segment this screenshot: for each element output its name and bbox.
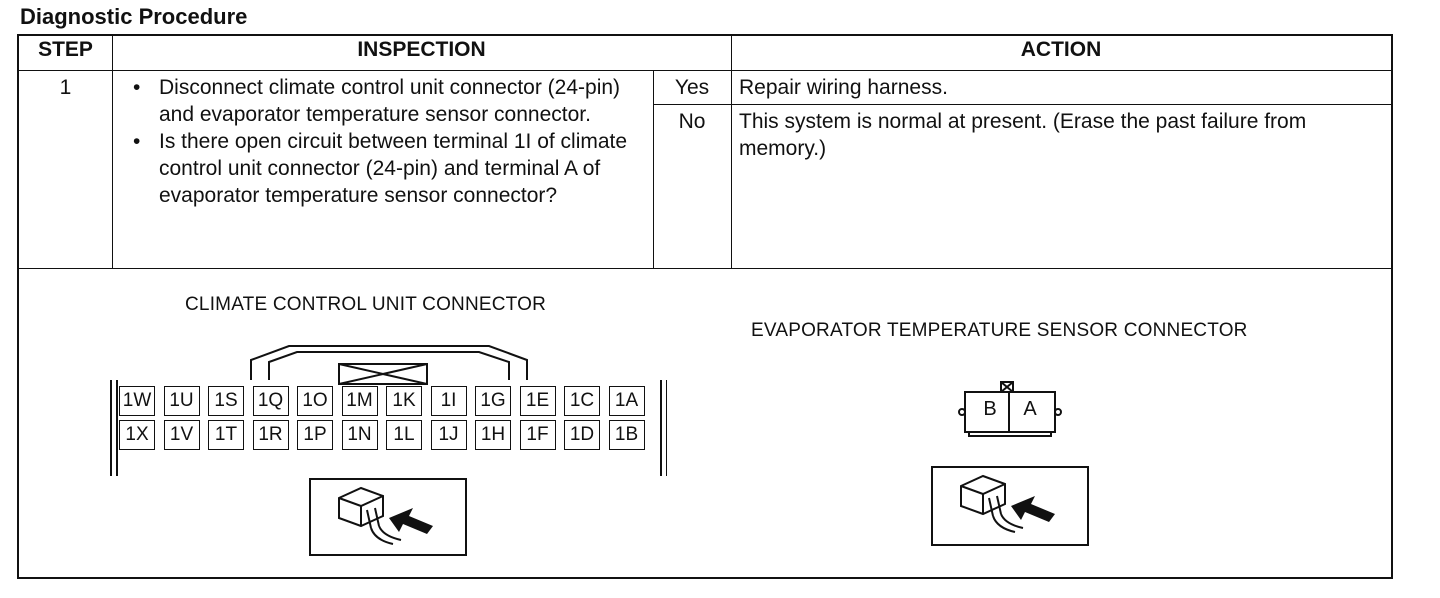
connector-pin: 1T bbox=[208, 420, 244, 450]
sensor-pin-a: A bbox=[1023, 398, 1037, 420]
probe-inspection-icon bbox=[931, 466, 1089, 546]
connector-pin: 1D bbox=[564, 420, 600, 450]
sensor-connector-outline bbox=[958, 381, 1062, 437]
action-column-divider bbox=[731, 36, 732, 268]
connector-pin: 1L bbox=[386, 420, 422, 450]
header-inspection: INSPECTION bbox=[357, 38, 486, 61]
inspection-cell: Disconnect climate control unit connecto… bbox=[119, 74, 649, 209]
header-divider bbox=[19, 70, 1391, 71]
answer-column-divider bbox=[653, 70, 654, 268]
climate-connector-label: CLIMATE CONTROL UNIT CONNECTOR bbox=[185, 294, 547, 315]
connector-pin: 1C bbox=[564, 386, 600, 416]
connector-pin: 1O bbox=[297, 386, 333, 416]
connector-pin: 1K bbox=[386, 386, 422, 416]
diagnostic-table: STEP INSPECTION ACTION 1 Disconnect clim… bbox=[17, 34, 1393, 579]
connector-pin: 1N bbox=[341, 420, 378, 450]
sensor-pin-b: B bbox=[983, 398, 997, 420]
action-no: This system is normal at present. (Erase… bbox=[739, 110, 1307, 160]
connector-pin: 1A bbox=[608, 386, 645, 416]
connector-pin: 1M bbox=[341, 386, 378, 416]
step-number: 1 bbox=[59, 76, 72, 99]
connector-pin: 1B bbox=[608, 420, 645, 450]
row-divider bbox=[19, 268, 1391, 269]
connector-pin: 1I bbox=[430, 386, 467, 416]
connector-pin: 1G bbox=[475, 386, 511, 416]
header-step: STEP bbox=[38, 38, 93, 61]
connector-pin: 1H bbox=[475, 420, 511, 450]
page-title: Diagnostic Procedure bbox=[20, 4, 248, 29]
connector-pin: 1X bbox=[119, 420, 155, 450]
inspection-item: Disconnect climate control unit connecto… bbox=[133, 74, 649, 128]
connector-pin: 1S bbox=[208, 386, 244, 416]
answer-no: No bbox=[678, 110, 706, 133]
connector-pin: 1W bbox=[119, 386, 155, 416]
probe-inspection-icon bbox=[309, 478, 467, 556]
connector-pin: 1F bbox=[519, 420, 556, 450]
connector-pin: 1R bbox=[252, 420, 289, 450]
connector-pin: 1P bbox=[297, 420, 333, 450]
step-column-divider bbox=[112, 36, 113, 268]
climate-connector-outline bbox=[110, 345, 667, 476]
header-action: ACTION bbox=[1020, 38, 1102, 61]
answer-divider bbox=[653, 104, 1391, 105]
sensor-connector-label: EVAPORATOR TEMPERATURE SENSOR CONNECTOR bbox=[751, 320, 1248, 341]
inspection-item: Is there open circuit between terminal 1… bbox=[133, 128, 649, 209]
answer-yes: Yes bbox=[674, 76, 710, 99]
action-yes: Repair wiring harness. bbox=[739, 76, 948, 99]
connector-pin: 1J bbox=[430, 420, 467, 450]
connector-pin: 1Q bbox=[252, 386, 289, 416]
connector-pin: 1E bbox=[519, 386, 556, 416]
connector-pin: 1U bbox=[163, 386, 200, 416]
connector-pin: 1V bbox=[163, 420, 200, 450]
